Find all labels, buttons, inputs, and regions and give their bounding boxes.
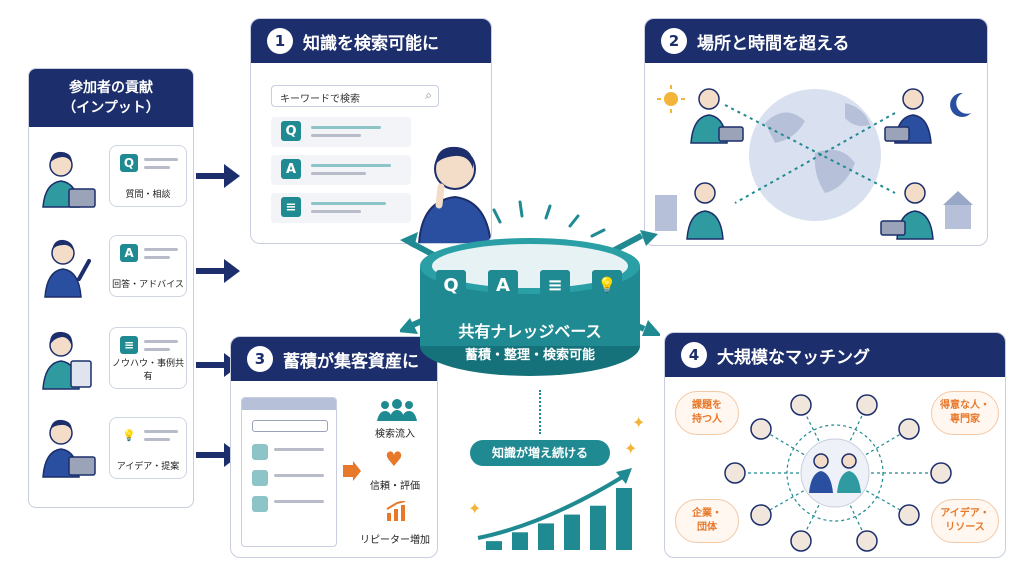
item-label-knowhow: ノウハウ・事例共有 — [111, 359, 184, 382]
item-label-question: 質問・相談 — [125, 190, 171, 200]
panel3-title: 蓄積が集客資産に — [283, 351, 419, 372]
growth-bar-chart: ✦ ✦ ✦ — [468, 414, 645, 550]
browser-window — [241, 397, 337, 547]
thinking-person-icon — [418, 146, 491, 243]
panel4-title: 大規模なマッチング — [717, 347, 870, 368]
item-bubble-answer: A 回答・アドバイス — [109, 235, 187, 297]
growth-bar — [564, 514, 580, 550]
growth-chart-icon — [386, 501, 406, 521]
knowledge-base-cylinder — [400, 200, 660, 376]
kb-icon-lightbulb: 💡 — [592, 270, 622, 300]
panel2-header: 2 場所と時間を超える — [645, 19, 987, 63]
panel-searchable: 1 知識を検索可能に キーワードで検索 ⌕ Q A ≡ — [250, 18, 492, 244]
growth-connector — [539, 390, 541, 434]
kb-icon-q: Q — [436, 270, 466, 300]
panel3-number: 3 — [247, 346, 273, 372]
panel1-header: 1 知識を検索可能に — [251, 19, 491, 63]
orange-arrow-icon — [343, 461, 361, 481]
search-box[interactable]: キーワードで検索 ⌕ — [271, 85, 439, 107]
item-letter-q: Q — [120, 154, 138, 172]
person-hoodie-laptop-icon — [42, 419, 96, 478]
item-label-idea: アイデア・提案 — [116, 462, 180, 472]
growth-trend-line — [477, 474, 626, 540]
item-label-answer: 回答・アドバイス — [112, 280, 184, 290]
tag-experts: 得意な人・ 専門家 — [931, 391, 999, 435]
item-letter-a: A — [120, 244, 138, 262]
tag-companies: 企業・ 団体 — [675, 499, 739, 543]
item-bubble-knowhow: ≡ ノウハウ・事例共有 — [109, 327, 187, 389]
matching-network — [724, 394, 952, 552]
sparkle-icon: ✦ — [632, 414, 645, 432]
document-icon: ≡ — [120, 336, 138, 354]
result-row-doc[interactable]: ≡ — [271, 193, 411, 223]
item-bubble-idea: 💡 アイデア・提案 — [109, 417, 187, 479]
panel4-header: 4 大規模なマッチング — [665, 333, 1005, 377]
item-bubble-question: Q 質問・相談 — [109, 145, 187, 207]
panel3-header: 3 蓄積が集客資産に — [231, 337, 437, 381]
person-laptop-icon — [42, 151, 96, 208]
growth-bar — [512, 532, 528, 550]
world-connection-illustration — [655, 85, 973, 240]
browser-search-bar[interactable] — [252, 420, 328, 432]
benefit-trust: 信頼・評価 — [370, 481, 420, 492]
results-list: Q A ≡ — [271, 117, 411, 227]
panel2-number: 2 — [661, 28, 687, 54]
panel-accumulation-asset: 3 蓄積が集客資産に 検索流入 ♥ 信頼・評価 リピーター増加 — [230, 336, 438, 558]
kb-title: 共有ナレッジベース — [458, 322, 602, 341]
search-placeholder: キーワードで検索 — [280, 94, 360, 105]
panel-matching: 4 大規模なマッチング 課 — [664, 332, 1006, 558]
panel2-title: 場所と時間を超える — [697, 33, 850, 54]
sparkle-icon: ✦ — [624, 439, 637, 458]
growth-bar — [538, 523, 554, 550]
contribution-header: 参加者の貢献 （インプット） — [29, 69, 193, 127]
sparkle-icon: ✦ — [468, 499, 481, 518]
heart-icon: ♥ — [385, 447, 403, 471]
lightbulb-icon: 💡 — [122, 428, 136, 442]
result-row-a[interactable]: A — [271, 155, 411, 185]
people-group-icon — [377, 399, 417, 421]
panel1-title: 知識を検索可能に — [303, 33, 439, 54]
contribution-subtitle: （インプット） — [62, 100, 160, 116]
growth-bar — [590, 505, 606, 550]
tag-ideas-resources: アイデア・ リソース — [931, 499, 999, 543]
contribution-title: 参加者の貢献 — [69, 80, 153, 96]
growth-arrowhead — [616, 468, 632, 484]
result-row-q[interactable]: Q — [271, 117, 411, 147]
panel1-number: 1 — [267, 28, 293, 54]
kb-icon-a: A — [488, 270, 518, 300]
contribution-panel: 参加者の貢献 （インプット） Q 質問・相談 A 回答・アドバイス — [28, 68, 194, 508]
kb-icon-document: ≡ — [540, 270, 570, 300]
search-icon: ⌕ — [425, 88, 432, 102]
benefit-search-traffic: 検索流入 — [375, 429, 415, 440]
person-tablet-icon — [42, 331, 92, 390]
growth-bar — [486, 541, 502, 550]
growth-label: 知識が増え続ける — [470, 440, 610, 466]
person-pointing-icon — [44, 239, 91, 298]
panel-beyond-place-time: 2 場所と時間を超える — [644, 18, 988, 246]
benefit-repeaters: リピーター増加 — [360, 535, 430, 546]
panel4-number: 4 — [681, 342, 707, 368]
document-icon: ≡ — [281, 197, 301, 217]
growth-bar — [616, 488, 632, 550]
kb-subtitle: 蓄積・整理・検索可能 — [464, 348, 595, 363]
tag-people-with-issues: 課題を 持つ人 — [675, 391, 739, 435]
